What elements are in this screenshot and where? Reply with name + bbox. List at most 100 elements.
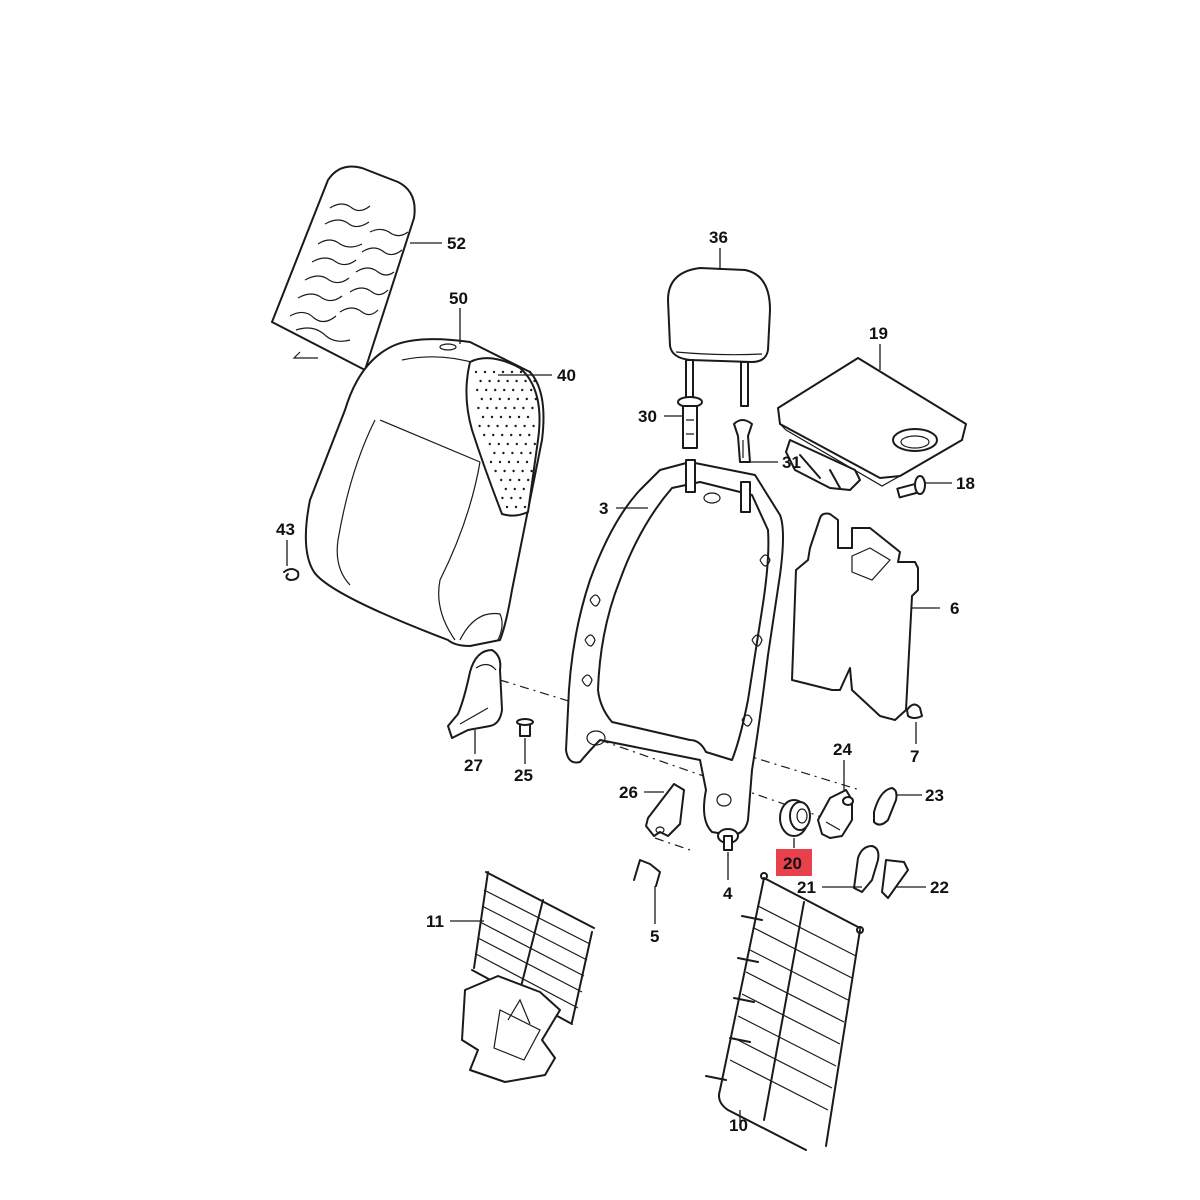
perforation-dot	[510, 496, 513, 500]
perforation-dot	[533, 442, 536, 446]
perforation-dot	[508, 415, 512, 419]
callout-3[interactable]: 3	[599, 499, 608, 518]
perforation-dot	[525, 460, 529, 464]
callout-20[interactable]: 20	[783, 854, 802, 873]
perforation-dot	[516, 397, 519, 401]
perforation-dot	[515, 442, 518, 446]
perforation-dot	[534, 397, 537, 401]
part-23-cover[interactable]	[873, 787, 898, 826]
perforation-dot	[526, 415, 530, 419]
perforation-dot	[524, 442, 527, 446]
perforation-dot	[523, 505, 527, 509]
perforation-dot	[523, 424, 526, 428]
part-26-bracket[interactable]	[645, 783, 685, 837]
perforation-dot	[500, 478, 503, 482]
leader-lines	[286, 242, 952, 1122]
part-30-guide-sleeve[interactable]	[677, 396, 703, 449]
part-25-rivet[interactable]	[516, 718, 534, 737]
perforation-dot	[507, 460, 511, 464]
callout-26[interactable]: 26	[619, 783, 638, 802]
perforation-dot	[492, 370, 496, 374]
perforation-dot	[477, 406, 480, 410]
part-43-clip[interactable]	[283, 568, 300, 581]
callout-5[interactable]: 5	[650, 927, 659, 946]
perforation-dot	[524, 379, 527, 383]
callout-25[interactable]: 25	[514, 766, 533, 785]
part-10-spring-mat[interactable]	[705, 872, 864, 1151]
callout-10[interactable]: 10	[729, 1116, 748, 1135]
perforation-dot	[512, 388, 515, 392]
part-36-headrest[interactable]	[667, 267, 771, 407]
callout-40[interactable]: 40	[557, 366, 576, 385]
perforation-dot	[529, 451, 532, 455]
callout-6[interactable]: 6	[950, 599, 959, 618]
part-5-clamp-clip[interactable]	[633, 859, 661, 887]
part-27-side-trim[interactable]	[447, 649, 503, 739]
callout-43[interactable]: 43	[276, 520, 295, 539]
part-40-perforated-insert[interactable]	[465, 357, 541, 517]
callout-11[interactable]: 11	[426, 912, 444, 931]
callout-30[interactable]: 30	[638, 407, 657, 426]
part-18-screw[interactable]	[896, 475, 926, 499]
perforation-dot	[528, 433, 531, 437]
callout-52[interactable]: 52	[447, 234, 466, 253]
perforation-dot	[492, 433, 495, 437]
perforation-dot	[497, 442, 500, 446]
part-4-push-rivet[interactable]	[717, 828, 739, 851]
callout-22[interactable]: 22	[930, 878, 949, 897]
perforation-dot	[494, 388, 497, 392]
perforation-dot	[503, 469, 506, 473]
callout-50[interactable]: 50	[449, 289, 468, 308]
perforation-dot	[474, 370, 478, 374]
callout-27[interactable]: 27	[464, 756, 483, 775]
perforation-dot	[485, 388, 488, 392]
callout-18[interactable]: 18	[956, 474, 975, 493]
callout-7[interactable]: 7	[910, 747, 919, 766]
perforation-dot	[504, 406, 507, 410]
part-24-recliner-bracket[interactable]	[817, 789, 854, 839]
perforation-dot	[497, 379, 500, 383]
callout-36[interactable]: 36	[709, 228, 728, 247]
part-22-trim[interactable]	[881, 859, 909, 899]
part-11-lumbar-support[interactable]	[461, 871, 595, 1083]
part-19-rear-panel[interactable]	[777, 357, 967, 491]
callout-31[interactable]: 31	[782, 453, 801, 472]
perforation-dot	[488, 442, 491, 446]
perforation-dot	[501, 370, 505, 374]
perforation-dot	[499, 415, 503, 419]
perforation-dot	[507, 397, 510, 401]
callout-19[interactable]: 19	[869, 324, 888, 343]
perforation-dot	[517, 415, 521, 419]
callout-24[interactable]: 24	[833, 740, 852, 759]
part-6-backing-board[interactable]	[791, 512, 919, 721]
perforation-dot	[511, 451, 514, 455]
perforation-dot	[513, 406, 516, 410]
part-20-knob[interactable]	[779, 799, 811, 837]
perforation-dot	[519, 370, 523, 374]
perforation-dot	[496, 424, 499, 428]
perforation-dot	[521, 388, 524, 392]
perforation-dot	[480, 397, 483, 401]
perforation-dot	[506, 442, 509, 446]
perforation-dot	[527, 478, 530, 482]
part-3-backrest-frame[interactable]	[565, 459, 784, 836]
perforation-dot	[490, 415, 494, 419]
callout-21[interactable]: 21	[797, 878, 816, 897]
perforation-dot	[512, 469, 515, 473]
part-7-clip[interactable]	[906, 703, 923, 719]
perforation-dot	[483, 433, 486, 437]
perforation-dot	[516, 460, 520, 464]
perforation-dot	[504, 487, 507, 491]
perforation-dot	[525, 397, 528, 401]
perforation-dot	[510, 370, 514, 374]
perforation-dot	[503, 388, 506, 392]
part-52-heater-pad[interactable]	[271, 165, 416, 371]
part-21-lever[interactable]	[853, 845, 880, 893]
callout-23[interactable]: 23	[925, 786, 944, 805]
perforation-dot	[509, 478, 512, 482]
perforation-dot	[498, 460, 502, 464]
part-31-guide-sleeve-release[interactable]	[733, 419, 753, 463]
perforation-dot	[478, 424, 481, 428]
callout-4[interactable]: 4	[723, 884, 733, 903]
